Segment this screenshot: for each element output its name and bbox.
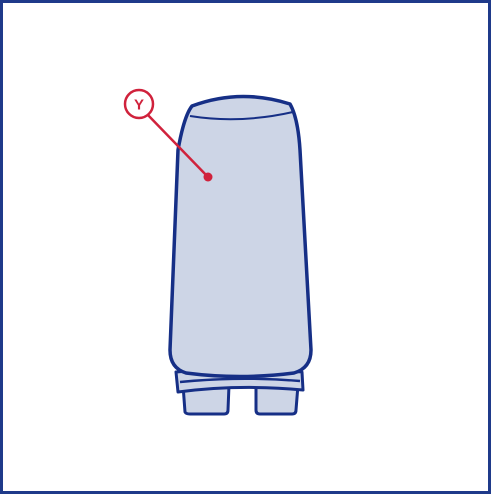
callout-circle <box>123 88 155 120</box>
callout-target-dot <box>203 172 213 182</box>
pod-body <box>168 94 313 379</box>
callout-leader-line <box>145 112 209 178</box>
left-leg <box>181 383 231 416</box>
callout-label-y: Y <box>134 97 144 114</box>
pod-cap-line <box>189 111 294 121</box>
right-leg <box>254 383 300 416</box>
pod-legs <box>181 383 300 416</box>
collar-line <box>179 377 301 384</box>
